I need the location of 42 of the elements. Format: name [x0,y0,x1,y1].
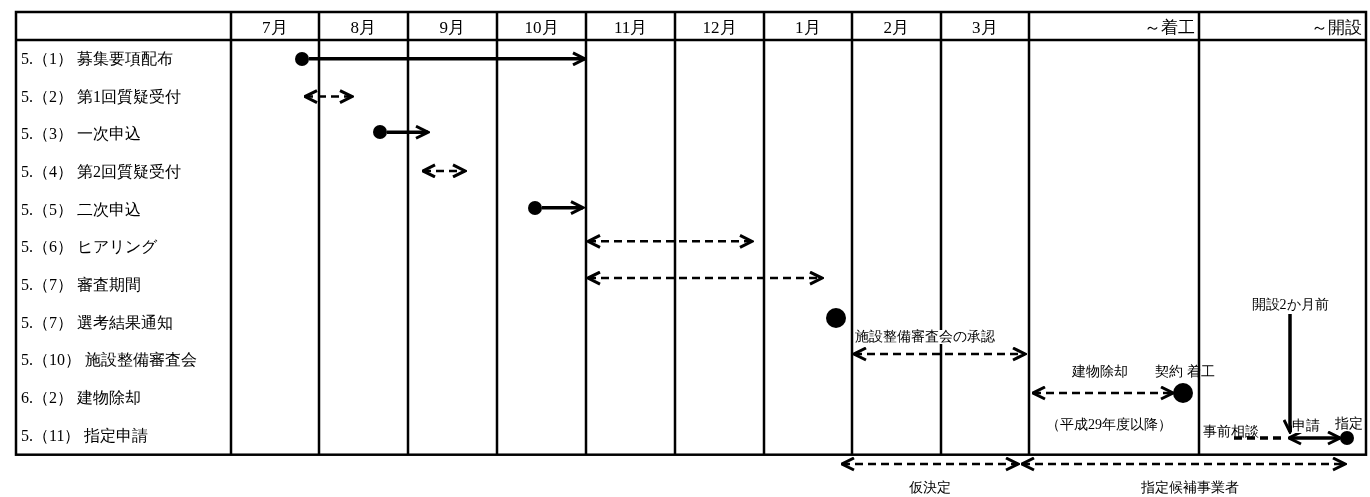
annotation: 施設整備審査会の承認 [855,330,995,344]
milestone-dot [1340,431,1354,445]
milestone-dot [528,200,542,215]
month-header: 2月 [883,18,909,36]
row-label: 5.（6） ヒアリング [21,239,157,256]
month-header: ～開設 [1311,18,1362,36]
month-header: 7月 [262,18,288,36]
month-header: 12月 [702,18,737,36]
arrow [1287,430,1342,446]
row-label: 5.（2） 第1回質疑受付 [21,88,181,105]
month-header: ～着工 [1144,18,1195,36]
annotation: 仮決定 [909,481,951,495]
month-header: 9月 [439,18,465,36]
arrow [309,51,587,67]
month-header: 1月 [795,18,821,36]
row-label: 5.（3） 一次申込 [21,126,141,143]
arrow [1031,385,1175,401]
milestone-dot [1173,383,1193,403]
edge-label: 建物除却 [1072,365,1128,379]
month-header: 3月 [972,18,998,36]
annotation: 事前相談 [1203,425,1259,439]
milestone-dot [295,51,309,66]
row-label: 5.（7） 審査期間 [21,277,141,294]
milestone-dot [826,308,846,328]
month-header: 8月 [350,18,376,36]
annotation: （平成29年度以降） [1046,418,1172,432]
arrow [542,200,585,216]
edge-label: 申請 [1292,419,1320,433]
arrow [387,124,430,140]
row-label: 5.（1） 募集要項配布 [21,50,173,67]
milestone-dot [373,125,387,140]
annotation: 指定候補事業者 [1141,481,1239,495]
month-header: 11月 [614,18,648,36]
row-label: 5.（4） 第2回質疑受付 [21,163,181,180]
row-label: 5.（11） 指定申請 [21,427,149,444]
note-text: 開設2か月前 [1251,298,1329,312]
row-label: 5.（10） 施設整備審査会 [21,352,197,369]
row-label: 5.（5） 二次申込 [21,201,141,218]
annotation: 指定 [1335,417,1363,431]
row-label: 6.（2） 建物除却 [21,390,141,407]
row-label: 5.（7） 選考結果通知 [21,314,173,331]
month-header: 10月 [524,18,559,36]
